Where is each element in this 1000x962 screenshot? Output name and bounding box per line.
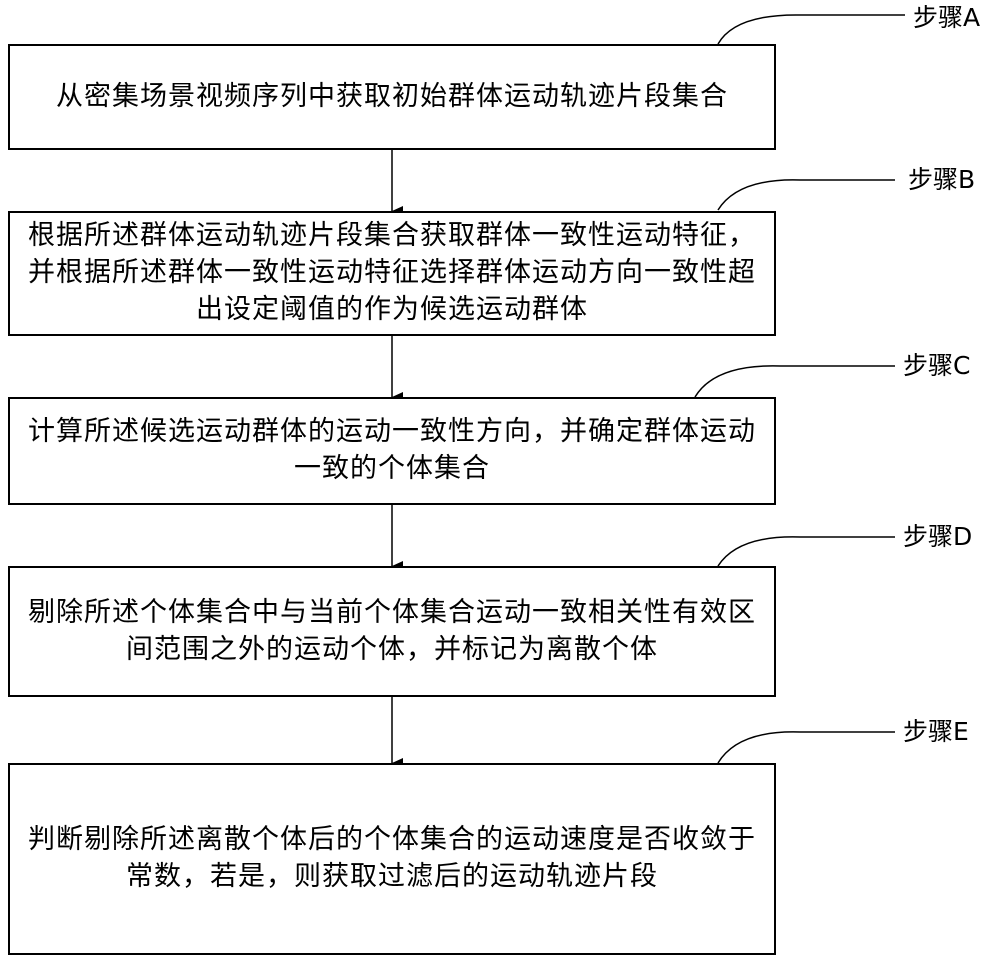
- step-label-d: 步骤D: [903, 522, 973, 551]
- step-box-c: 计算所述候选运动群体的运动一致性方向，并确定群体运动一致的个体集合: [8, 397, 776, 505]
- leader-curve-c: [694, 365, 895, 398]
- step-label-b: 步骤B: [908, 165, 976, 194]
- step-text-c: 计算所述候选运动群体的运动一致性方向，并确定群体运动一致的个体集合: [28, 416, 756, 484]
- leader-curve-e: [717, 731, 895, 764]
- step-label-c: 步骤C: [903, 351, 971, 380]
- step-label-a: 步骤A: [913, 3, 981, 32]
- leader-curve-a: [717, 14, 905, 45]
- step-text-a: 从密集场景视频序列中获取初始群体运动轨迹片段集合: [56, 80, 728, 112]
- step-box-a: 从密集场景视频序列中获取初始群体运动轨迹片段集合: [8, 44, 776, 150]
- step-text-d: 剔除所述个体集合中与当前个体集合运动一致相关性有效区间范围之外的运动个体，并标记…: [28, 596, 756, 665]
- step-box-b: 根据所述群体运动轨迹片段集合获取群体一致性运动特征，并根据所述群体一致性运动特征…: [8, 211, 776, 336]
- leader-curve-d: [717, 536, 895, 567]
- leader-curve-b: [717, 179, 895, 211]
- step-box-d: 剔除所述个体集合中与当前个体集合运动一致相关性有效区间范围之外的运动个体，并标记…: [8, 566, 776, 697]
- step-label-e: 步骤E: [903, 717, 969, 746]
- step-text-e: 判断剔除所述离散个体后的个体集合的运动速度是否收敛于常数，若是，则获取过滤后的运…: [28, 824, 756, 892]
- step-box-e: 判断剔除所述离散个体后的个体集合的运动速度是否收敛于常数，若是，则获取过滤后的运…: [8, 763, 776, 955]
- step-text-b: 根据所述群体运动轨迹片段集合获取群体一致性运动特征，并根据所述群体一致性运动特征…: [28, 220, 756, 325]
